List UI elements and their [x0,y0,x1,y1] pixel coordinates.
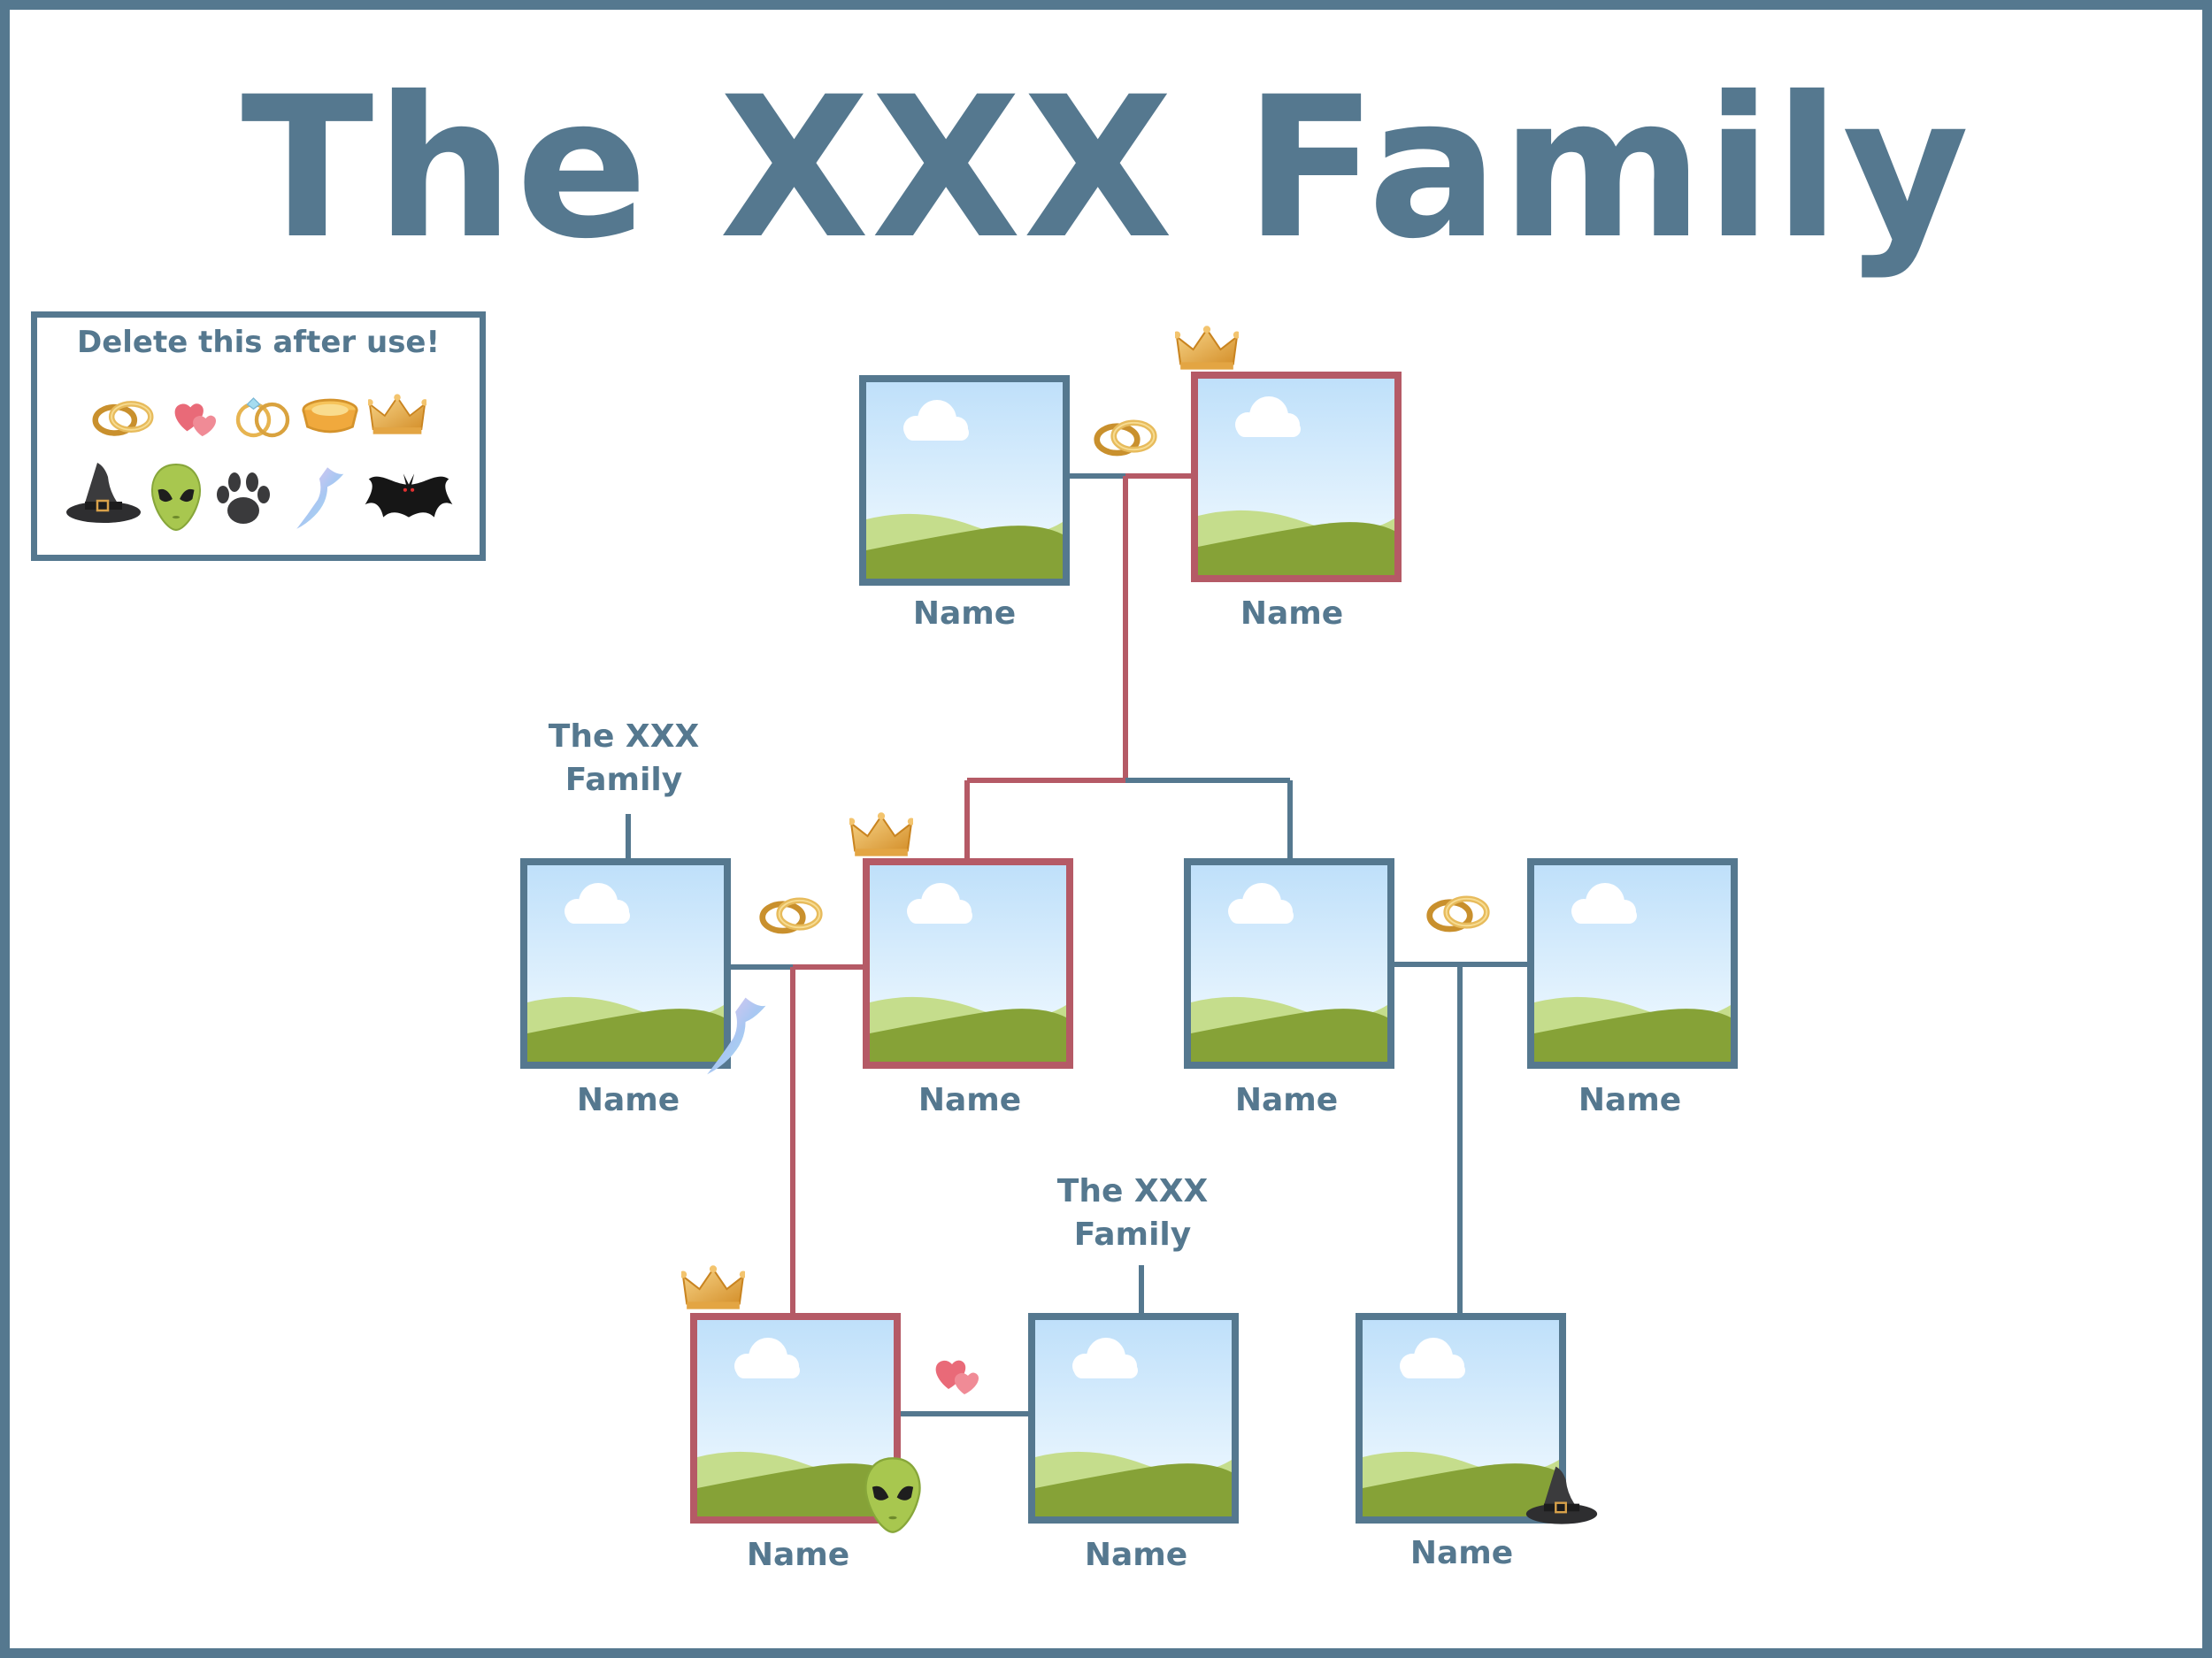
member-name-4[interactable]: Name [918,1082,1022,1118]
witch-hat-icon[interactable] [1524,1456,1600,1538]
photo-placeholder-4[interactable] [863,858,1073,1069]
family-label-2-line2: Family [1073,1217,1192,1253]
two-hearts-icon[interactable] [931,1354,984,1398]
sticker-panel[interactable]: Delete this after use! [31,311,486,561]
crown-icon[interactable] [849,812,913,858]
photo-placeholder-8[interactable] [1028,1313,1239,1524]
photo-placeholder-2[interactable] [1191,372,1402,582]
member-name-7[interactable]: Name [746,1537,850,1573]
member-name-1[interactable]: Name [912,595,1017,632]
member-name-8[interactable]: Name [1084,1537,1188,1573]
alien-icon[interactable] [862,1456,924,1534]
member-name-6[interactable]: Name [1578,1082,1682,1118]
photo-placeholder-3[interactable] [520,858,731,1069]
photo-placeholder-9[interactable] [1356,1313,1566,1524]
photo-placeholder-6[interactable] [1527,858,1738,1069]
family-label-2[interactable]: The XXX Family [1018,1170,1248,1256]
crown-icon[interactable] [681,1265,745,1311]
wedding-rings-icon[interactable] [757,894,825,936]
wedding-rings-icon[interactable] [1092,416,1159,458]
member-name-9[interactable]: Name [1409,1535,1514,1571]
family-label-2-line1: The XXX [1056,1173,1209,1209]
crown-icon[interactable] [1175,326,1239,372]
sticker-panel-title: Delete this after use! [77,325,440,360]
photo-placeholder-5[interactable] [1184,858,1394,1069]
member-name-3[interactable]: Name [576,1082,680,1118]
family-label-1-line2: Family [565,762,683,798]
page-title[interactable]: The XXX Family [241,55,1971,281]
photo-placeholder-1[interactable] [859,375,1070,586]
family-label-1-line1: The XXX [548,718,700,755]
wedding-rings-icon[interactable] [1425,892,1492,934]
member-name-5[interactable]: Name [1234,1082,1339,1118]
member-name-2[interactable]: Name [1240,595,1344,632]
mermaid-tail-icon[interactable] [699,994,770,1078]
family-label-1[interactable]: The XXX Family [509,715,739,802]
